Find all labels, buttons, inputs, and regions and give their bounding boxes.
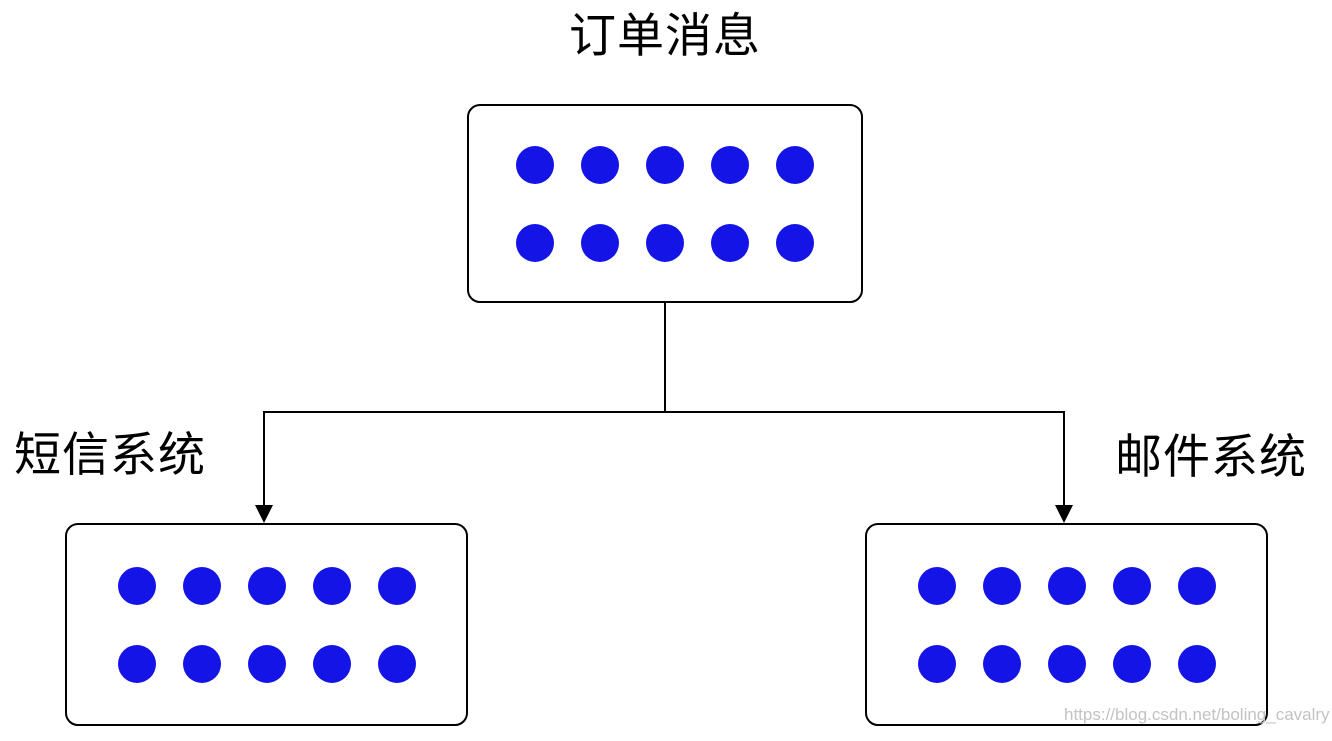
- message-dot: [646, 223, 684, 262]
- message-dot: [1047, 644, 1086, 683]
- arrowhead-left-icon: [255, 505, 273, 523]
- message-dot: [776, 223, 814, 262]
- arrowhead-right-icon: [1055, 505, 1073, 523]
- sms-node-label: 短信系统: [14, 428, 206, 481]
- watermark: https://blog.csdn.net/boling_cavalry: [1064, 705, 1330, 724]
- message-dot: [516, 223, 554, 262]
- message-dot: [917, 644, 956, 683]
- dot-grid-sms: [117, 566, 416, 683]
- message-dot: [982, 566, 1021, 605]
- message-dot: [1177, 566, 1216, 605]
- message-dot: [982, 644, 1021, 683]
- message-dot: [581, 145, 619, 184]
- message-dot: [247, 566, 286, 605]
- email-node-label: 邮件系统: [1115, 430, 1307, 483]
- message-dot: [516, 145, 554, 184]
- order-node-label: 订单消息: [569, 9, 761, 62]
- dot-grid-email: [917, 566, 1216, 683]
- message-dot: [646, 145, 684, 184]
- message-dot: [312, 566, 351, 605]
- message-dot: [182, 644, 221, 683]
- message-dot: [1177, 644, 1216, 683]
- node-order-message: [467, 104, 863, 303]
- message-dot: [711, 145, 749, 184]
- message-dot: [377, 566, 416, 605]
- message-dot: [312, 644, 351, 683]
- message-dot: [581, 223, 619, 262]
- message-dot: [377, 644, 416, 683]
- message-dot: [117, 644, 156, 683]
- message-dot: [1112, 644, 1151, 683]
- message-dot: [776, 145, 814, 184]
- message-dot: [182, 566, 221, 605]
- message-dot: [917, 566, 956, 605]
- message-dot: [1047, 566, 1086, 605]
- node-sms-system: [65, 523, 468, 726]
- message-dot: [117, 566, 156, 605]
- message-dot: [247, 644, 286, 683]
- node-email-system: [865, 523, 1268, 726]
- message-dot: [1112, 566, 1151, 605]
- message-dot: [711, 223, 749, 262]
- dot-grid-order: [516, 145, 814, 262]
